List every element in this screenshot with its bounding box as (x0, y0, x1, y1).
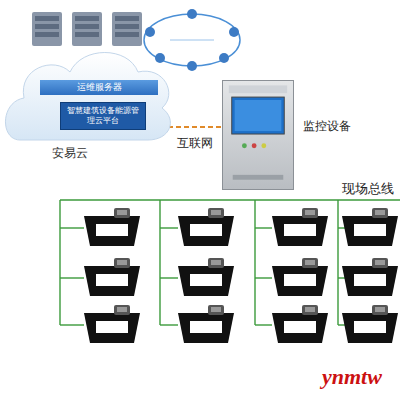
platform-box: 智慧建筑设备能源管理云平台 (60, 102, 146, 130)
monitor-device: 监控设备 (222, 80, 294, 190)
device-panel (223, 81, 293, 189)
bus-label: 现场总线 (342, 180, 394, 198)
current-sensors (84, 208, 398, 343)
cloud-region: 安易云运维服务器智慧建筑设备能源管理云平台 (2, 40, 174, 145)
node-heading: 监控设备 (303, 119, 351, 134)
node-text: 运维服务器 (44, 82, 154, 93)
node-text: 智慧建筑设备能源管理云平台 (65, 106, 141, 126)
internet-link (168, 126, 222, 128)
server-band: 运维服务器 (40, 80, 158, 95)
watermark: ynmtw (322, 364, 382, 390)
server-icons (32, 12, 142, 46)
user-circle (144, 9, 240, 71)
node-heading: 安易云 (52, 146, 88, 161)
field-bus (60, 200, 400, 325)
edge-label: 互联网 (177, 135, 213, 152)
